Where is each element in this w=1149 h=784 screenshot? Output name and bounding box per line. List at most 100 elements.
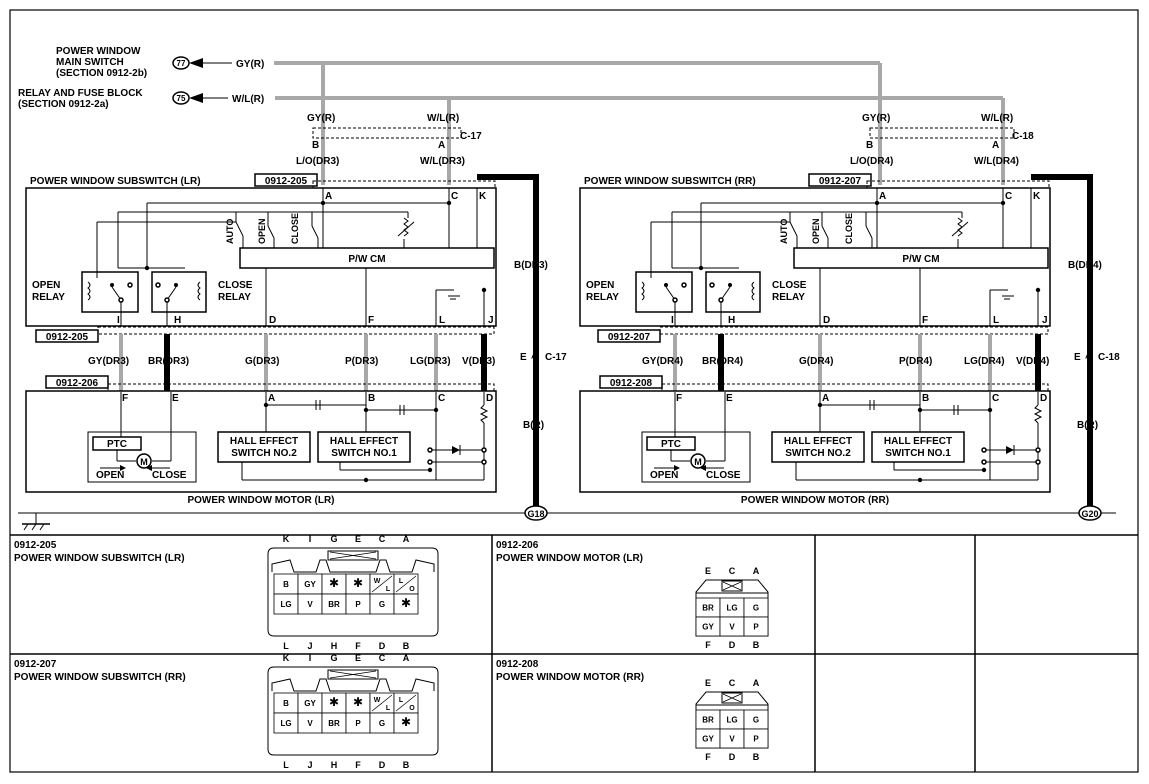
connector-207-code: 0912-207 [14,659,57,670]
pin-label: E [355,534,361,544]
svg-text:HALL EFFECT: HALL EFFECT [230,436,298,447]
cell-color: LG [280,600,291,609]
svg-text:SWITCH NO.2: SWITCH NO.2 [785,448,851,459]
svg-text:OPEN: OPEN [586,280,614,291]
pin-label: A [753,678,760,688]
svg-text:G(DR4): G(DR4) [799,356,833,367]
connector-key-outline [271,559,435,573]
diode-icon [1006,446,1014,454]
svg-text:OPEN: OPEN [32,280,60,291]
pin-label: K [283,534,290,544]
pin-label: F [705,640,711,650]
arrow-icon [189,93,203,103]
open-switch-icon [267,212,275,248]
main-switch-label-3: (SECTION 0912-2b) [56,68,147,79]
svg-text:C-18: C-18 [1012,131,1034,142]
latch-cross-icon [329,670,377,679]
hall-effect-switch-no2 [771,431,865,463]
cell-color-2: O [409,586,415,593]
hall-effect-switch-no1 [871,431,965,463]
pin-label: K [283,653,290,663]
svg-text:E: E [1074,352,1081,363]
diode-icon [452,446,460,454]
svg-text:D: D [823,315,830,326]
pin-label: L [283,760,289,770]
svg-text:M: M [140,457,148,467]
relay-contact-icon [110,282,178,303]
chassis-ground-icon [22,513,50,531]
svg-text:0912-206: 0912-206 [56,378,99,389]
connector-code-box [254,173,318,187]
svg-text:B(R): B(R) [523,420,544,431]
svg-text:I: I [671,315,674,326]
svg-text:D: D [486,393,493,404]
latch-cross-icon [722,693,742,703]
svg-text:D: D [1040,393,1047,404]
pin-label: B [753,640,760,650]
cell-color-2: O [409,705,415,712]
svg-text:G18: G18 [527,509,544,519]
cell-color: P [753,623,759,632]
svg-text:CLOSE: CLOSE [290,213,300,244]
cell-divider [395,694,417,712]
svg-text:A: A [822,393,829,404]
hall-effect-switch-no2 [217,431,311,463]
cell-color: LG [726,604,737,613]
svg-text:SWITCH NO.2: SWITCH NO.2 [231,448,297,459]
cell-color: GY [702,623,714,632]
pin-label: D [729,640,736,650]
svg-text:G(DR3): G(DR3) [245,356,279,367]
svg-text:PTC: PTC [107,439,127,450]
hall-effect-switch-no1 [317,431,411,463]
open-relay [81,271,139,313]
cell-color: G [753,604,759,613]
svg-text:C-17: C-17 [545,352,567,363]
svg-text:^: ^ [531,353,537,364]
svg-text:E: E [172,393,179,404]
cell-color: LG [280,719,291,728]
connector-206-name: POWER WINDOW MOTOR (LR) [496,553,643,564]
pin-label: B [403,760,410,770]
cell-color: GY [702,735,714,744]
svg-text:OPEN: OPEN [811,218,821,244]
svg-text:B: B [922,393,929,404]
svg-text:OPEN: OPEN [257,218,267,244]
pin-label: G [330,534,337,544]
cell-color: GY [304,699,316,708]
cell-color: BR [328,719,340,728]
connector-cell [743,728,769,749]
unused-pin-icon: ✱ [353,695,363,709]
connector-c17 [312,127,462,139]
unused-pin-icon: ✱ [401,596,411,610]
connector-205-name: POWER WINDOW SUBSWITCH (LR) [14,553,185,564]
svg-text:SWITCH NO.1: SWITCH NO.1 [885,448,951,459]
svg-text:BR(DR4): BR(DR4) [702,356,743,367]
main-switch-wire-label: GY(R) [236,59,264,70]
connector-208-code: 0912-208 [496,659,539,670]
close-relay [151,271,207,313]
pin-label: C [729,678,736,688]
arrow-right-icon [674,465,680,471]
svg-text:HALL EFFECT: HALL EFFECT [784,436,852,447]
pin-label: F [705,752,711,762]
b-dr3-wire [477,174,539,508]
ground-icon [1002,295,1014,300]
main-switch-label-2: MAIN SWITCH [56,57,124,68]
svg-text:A: A [325,191,332,202]
connector-207-name: POWER WINDOW SUBSWITCH (RR) [14,672,186,683]
svg-text:LG(DR4): LG(DR4) [964,356,1005,367]
cell-color-1: L [399,697,404,704]
cell-color-1: W [374,697,381,704]
latch-cross-icon [329,551,377,560]
motor-icon [136,453,152,469]
svg-text:E: E [520,352,527,363]
svg-text:0912-205: 0912-205 [265,176,308,187]
svg-text:A: A [268,393,275,404]
pin-label: J [307,760,312,770]
ground-icon [448,295,460,300]
svg-text:J: J [488,315,494,326]
svg-text:W/L(DR3): W/L(DR3) [420,156,465,167]
svg-text:K: K [1033,191,1041,202]
unused-pin-icon: ✱ [353,576,363,590]
